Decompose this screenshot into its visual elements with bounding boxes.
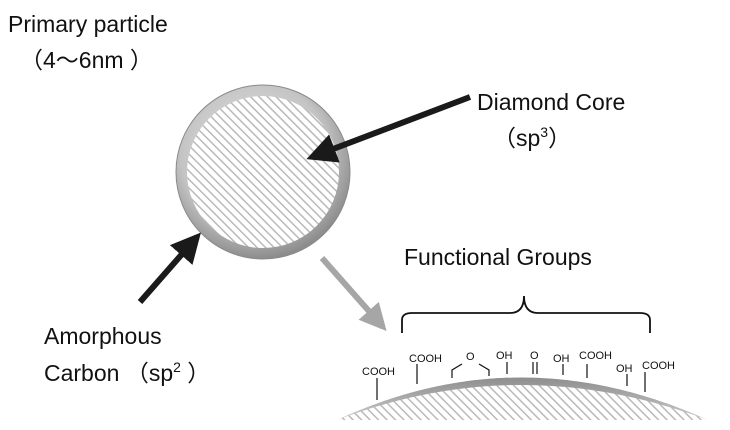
primary-particle-title: Primary particle xyxy=(8,11,168,37)
core-hybrid-sup: 3 xyxy=(540,124,549,140)
amorphous-sup: 2 xyxy=(173,359,181,375)
primary-particle xyxy=(175,84,351,260)
diamond-core-title: Diamond Core xyxy=(477,89,626,115)
amorphous-carbon-title: Amorphous xyxy=(44,323,162,349)
amorphous-carbon-hybridization: Carbon （sp2 ） xyxy=(44,359,210,387)
diamond-core-arrow xyxy=(306,94,472,163)
amorphous-prefix: Carbon （sp xyxy=(44,360,174,386)
functional-group-label: COOH xyxy=(362,366,395,378)
core-hybrid-close: ） xyxy=(548,125,572,151)
diamond-core-hybridization: （sp3） xyxy=(493,124,571,152)
amorphous-close: ） xyxy=(180,360,211,386)
functional-groups-title: Functional Groups xyxy=(404,244,592,270)
core-hybrid-open: （sp xyxy=(493,125,541,151)
zoom-arrow xyxy=(319,256,387,332)
functional-group-label: OH xyxy=(496,350,513,362)
functional-group-label: O xyxy=(466,351,475,363)
primary-particle-size: （4～6nm ） xyxy=(20,47,153,73)
functional-groups-brace xyxy=(401,295,651,333)
functional-group-label: O xyxy=(530,350,539,362)
functional-group-label: COOH xyxy=(642,360,675,372)
group-bonds xyxy=(376,362,646,400)
functional-group-label: COOH xyxy=(409,353,442,365)
diamond-core xyxy=(187,96,339,248)
amorphous-carbon-arrow xyxy=(137,232,201,304)
functional-group-label: COOH xyxy=(579,350,612,362)
functional-group-label: OH xyxy=(553,353,570,365)
particle-surface xyxy=(337,377,708,420)
functional-group-label: OH xyxy=(616,363,633,375)
